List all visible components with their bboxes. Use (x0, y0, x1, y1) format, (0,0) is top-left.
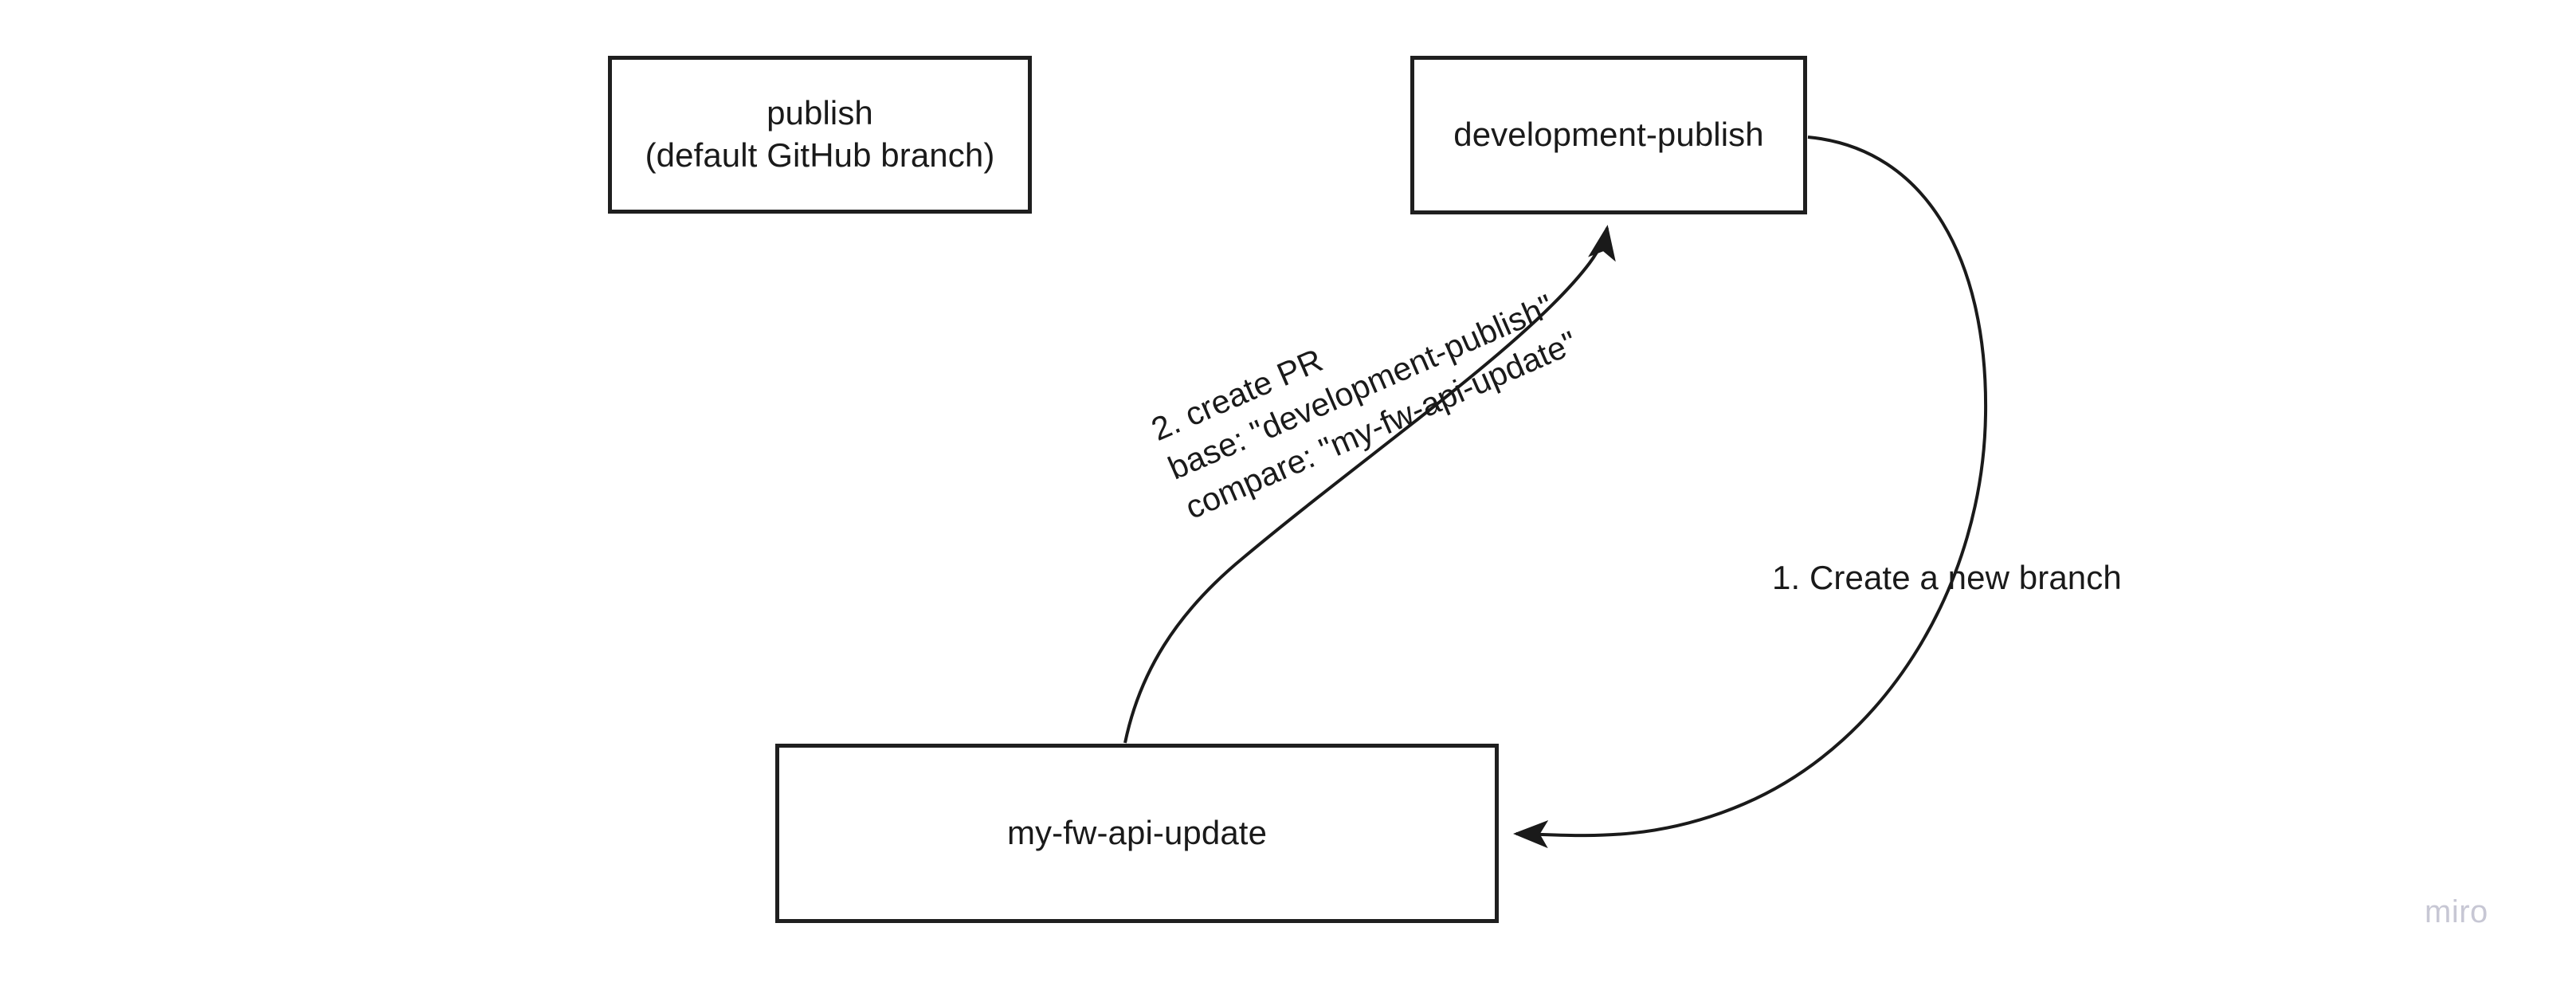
miro-watermark: miro (2425, 894, 2488, 929)
node-my-fw-api-update[interactable]: my-fw-api-update (775, 744, 1499, 923)
edge-create-branch-path (1513, 136, 1988, 849)
node-development-publish[interactable]: development-publish (1410, 56, 1807, 214)
edge-label-create-branch: 1. Create a new branch (1772, 559, 2122, 596)
node-publish[interactable]: publish (default GitHub branch) (608, 56, 1032, 214)
edge-label-create-pr: 2. create PR base: "development-publish"… (1146, 287, 1582, 526)
